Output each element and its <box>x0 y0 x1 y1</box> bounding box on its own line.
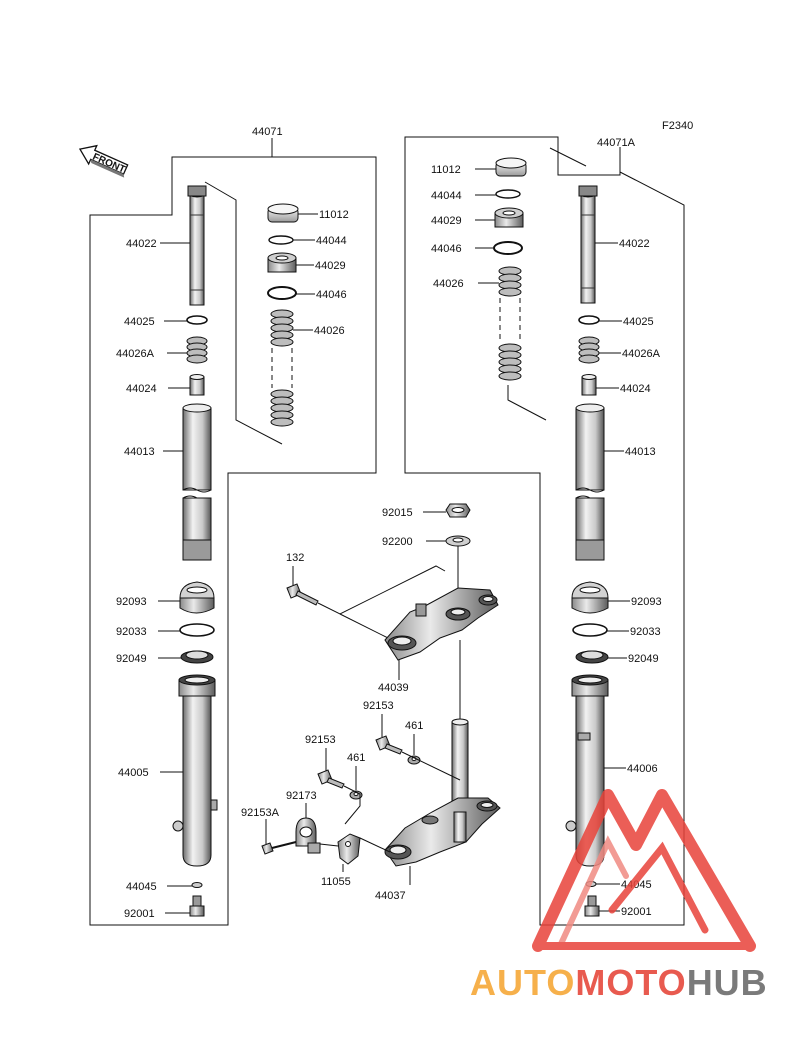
circlip-44044-right <box>495 189 521 199</box>
retaining-ring-92033-right <box>572 623 608 637</box>
label-44026-left: 44026 <box>314 325 345 337</box>
label-44024-right: 44024 <box>620 383 651 395</box>
label-92033-right: 92033 <box>630 626 661 638</box>
label-92173: 92173 <box>286 790 317 802</box>
label-44046-left: 44046 <box>316 289 347 301</box>
label-92001-right: 92001 <box>621 906 652 918</box>
oil-lock-piece-right <box>581 374 597 396</box>
label-44026A-right: 44026A <box>622 348 661 360</box>
bolt-92153A <box>261 841 297 855</box>
label-44044-right: 44044 <box>431 190 462 202</box>
label-44044-left: 44044 <box>316 235 347 247</box>
front-arrow-icon: FRONT <box>78 144 129 178</box>
label-11055: 11055 <box>321 876 351 888</box>
bolt-92001-left <box>189 895 205 917</box>
watermark-logo-icon <box>532 789 756 952</box>
clip-44025-left <box>186 315 208 325</box>
upper-triple-clamp-44039 <box>384 587 499 661</box>
fork-spring-left <box>270 309 294 427</box>
label-92093-right: 92093 <box>631 596 662 608</box>
fork-cap-right <box>495 157 527 177</box>
label-11012-right: 11012 <box>431 164 461 176</box>
label-44039: 44039 <box>378 682 409 694</box>
stem-nut-92015 <box>445 503 471 518</box>
label-92153-lower: 92153 <box>305 734 336 746</box>
label-44026-right: 44026 <box>433 278 464 290</box>
bolt-92153-lower <box>317 769 345 789</box>
label-132: 132 <box>286 552 304 564</box>
label-44046-right: 44046 <box>431 243 462 255</box>
bolt-92001-right <box>584 895 600 917</box>
label-44022-right: 44022 <box>619 238 650 250</box>
inner-tube-left <box>182 403 212 561</box>
label-44029-right: 44029 <box>431 215 462 227</box>
label-44005-left: 44005 <box>118 767 149 779</box>
clip-44025-right <box>578 315 600 325</box>
label-44013-right: 44013 <box>625 446 656 458</box>
label-44006-right: 44006 <box>627 763 658 775</box>
rebound-spring-left <box>186 336 208 364</box>
label-92153-upper: 92153 <box>363 700 394 712</box>
label-92200: 92200 <box>382 536 413 548</box>
watermark-text-moto: MOTO <box>575 962 687 1003</box>
label-44025-right: 44025 <box>623 316 654 328</box>
watermark-text-hub: HUB <box>686 962 768 1003</box>
right-fork-frame <box>404 136 685 926</box>
label-92001-left: 92001 <box>124 908 155 920</box>
oil-lock-piece-left <box>189 374 205 396</box>
label-92049-right: 92049 <box>628 653 659 665</box>
label-461-upper: 461 <box>405 720 423 732</box>
label-92049-left: 92049 <box>116 653 147 665</box>
fork-spring-right <box>498 266 522 381</box>
front-label: FRONT <box>91 152 127 176</box>
figure-code: F2340 <box>662 120 693 132</box>
lower-triple-clamp-44037 <box>384 718 501 867</box>
label-461-lower: 461 <box>347 752 365 764</box>
collar-44029-left <box>267 252 297 273</box>
damper-rod-right <box>578 185 598 304</box>
washer-461-upper <box>407 755 421 765</box>
circlip-44044-left <box>268 235 294 245</box>
bolt-92153-upper <box>375 735 403 755</box>
left-fork-frame <box>89 138 377 926</box>
label-11012-left: 11012 <box>319 209 349 221</box>
label-44029-left: 44029 <box>315 260 346 272</box>
oil-seal-left <box>180 650 214 664</box>
label-44026A-left: 44026A <box>116 348 155 360</box>
label-44025-left: 44025 <box>124 316 155 328</box>
fork-cap-left <box>267 203 299 223</box>
label-92033-left: 92033 <box>116 626 147 638</box>
washer-44045-left <box>191 882 203 888</box>
stem-washer-92200 <box>445 535 471 547</box>
bracket-11055 <box>337 833 361 865</box>
collar-44029-right <box>494 207 524 228</box>
dust-seal-left <box>179 581 215 614</box>
label-92153A: 92153A <box>241 807 280 819</box>
assembly-label-left: 44071 <box>252 126 283 138</box>
watermark-text: AUTOMOTOHUB <box>470 962 768 1004</box>
clamp-bolt-132 <box>286 583 319 606</box>
retaining-ring-92033-left <box>179 623 215 637</box>
label-92093-left: 92093 <box>116 596 147 608</box>
o-ring-44046-right <box>493 241 523 255</box>
dust-seal-right <box>571 581 609 614</box>
inner-tube-right <box>575 403 605 561</box>
assembly-label-right: 44071A <box>597 137 636 149</box>
label-44045-left: 44045 <box>126 881 157 893</box>
clamp-92173 <box>295 817 321 854</box>
label-92015: 92015 <box>382 507 413 519</box>
label-44024-left: 44024 <box>126 383 157 395</box>
label-44013-left: 44013 <box>124 446 155 458</box>
rebound-spring-right <box>578 336 600 364</box>
label-44022-left: 44022 <box>126 238 157 250</box>
o-ring-44046-left <box>267 286 297 300</box>
label-44037: 44037 <box>375 890 406 902</box>
damper-rod-left <box>187 185 207 306</box>
oil-seal-right <box>575 650 609 664</box>
outer-tube-left <box>172 674 218 867</box>
watermark-text-auto: AUTO <box>470 962 576 1003</box>
